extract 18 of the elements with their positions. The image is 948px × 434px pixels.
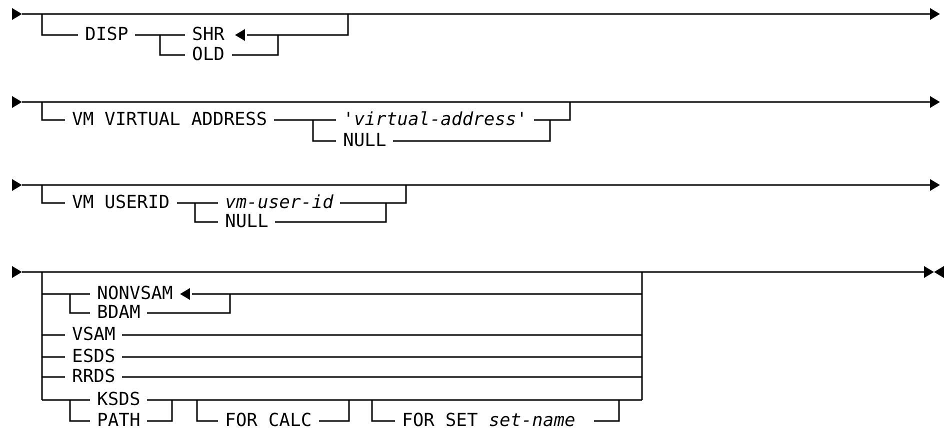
keyword-text: VSAM <box>72 326 116 344</box>
keyword-text: ESDS <box>72 348 116 366</box>
keyword-text: FOR CALC <box>225 412 312 430</box>
variable-text: vm-user-id <box>225 194 334 212</box>
keyword-text: VM USERID <box>72 194 170 212</box>
keyword-text: NULL <box>343 132 386 150</box>
keyword-text: NULL <box>225 213 268 231</box>
keyword-text: OLD <box>192 46 225 64</box>
keyword-text: VM VIRTUAL ADDRESS <box>72 111 268 129</box>
keyword-text: PATH <box>97 412 140 430</box>
keyword-text: RRDS <box>72 368 116 386</box>
keyword-text: BDAM <box>97 304 140 322</box>
keyword-text: DISP <box>85 26 128 44</box>
variable-text: 'virtual-address' <box>343 111 528 129</box>
keyword-text: NONVSAM <box>97 285 173 303</box>
keyword-text: SHR <box>192 26 225 44</box>
keyword-text: FOR SET set-name <box>402 412 576 430</box>
keyword-text: KSDS <box>97 391 140 409</box>
